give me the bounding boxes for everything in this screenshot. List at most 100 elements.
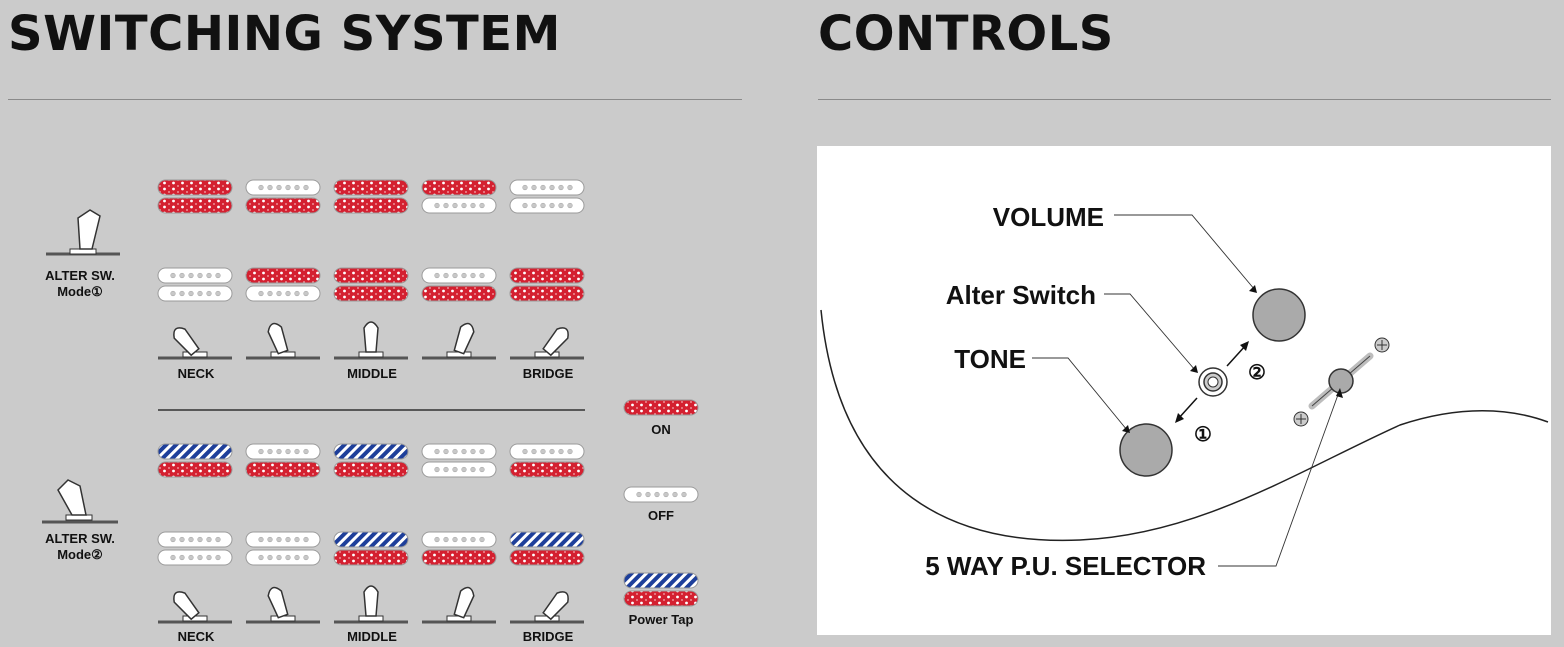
pickup-coil-off (623, 486, 699, 503)
pole-piece-dot (540, 202, 546, 209)
pole-piece-dot (434, 448, 440, 455)
pole-piece-dot (197, 272, 203, 279)
position-label-bridge: BRIDGE (523, 366, 574, 381)
humbucker-pickup (245, 443, 321, 478)
mode2-pickup-row-2 (157, 531, 585, 566)
guitar-body-outline (820, 309, 1549, 542)
selector-lever-icon (158, 591, 232, 624)
pole-piece-dot (522, 202, 528, 209)
pole-piece-dot (443, 272, 449, 279)
pickup-coil-on (245, 461, 321, 478)
alter-switch-knob (1198, 367, 1228, 397)
pole-piece-dot (443, 466, 449, 473)
pole-piece-dot (522, 184, 528, 191)
selector-lever-icon (422, 586, 496, 624)
selector-lever-icon (334, 321, 408, 360)
humbucker-pickup (333, 179, 409, 214)
arrow-label-1: ① (1194, 424, 1212, 446)
legend-on-label: ON (651, 422, 671, 437)
humbucker-pickup (333, 531, 409, 566)
pole-piece-dot (549, 184, 555, 191)
pickup-coil-off (157, 267, 233, 284)
position-label-middle: MIDDLE (347, 629, 397, 644)
pole-piece-dot (197, 290, 203, 297)
alter-switch-mode2-icon (42, 479, 118, 524)
humbucker-pickup (509, 531, 585, 566)
pole-piece-dot (303, 184, 309, 191)
pickup-coil-on (245, 197, 321, 214)
controls-panel (817, 146, 1551, 635)
humbucker-pickup (333, 267, 409, 302)
pole-piece-dot (170, 554, 176, 561)
humbucker-pickup (421, 443, 497, 478)
pole-piece-dot (276, 554, 282, 561)
pole-piece-dot (294, 290, 300, 297)
pole-piece-dot (285, 554, 291, 561)
pole-piece-dot (303, 554, 309, 561)
pole-piece-dot (522, 448, 528, 455)
pole-piece-dot (461, 536, 467, 543)
tone-knob (1119, 423, 1173, 477)
pole-piece-dot (531, 184, 537, 191)
pole-piece-dot (531, 448, 537, 455)
alter-mode2-line2: Mode② (57, 547, 103, 562)
pole-piece-dot (549, 202, 555, 209)
pickup-coil-on (157, 179, 233, 196)
pole-piece-dot (258, 554, 264, 561)
position-label-neck: NECK (178, 629, 215, 644)
pole-piece-dot (461, 272, 467, 279)
pickup-coil-off (509, 197, 585, 214)
pole-piece-dot (479, 272, 485, 279)
pickup-coil-on (333, 179, 409, 196)
humbucker-pickup (509, 179, 585, 214)
pickup-coil-on (509, 549, 585, 566)
pickup-coil-tap (623, 572, 699, 589)
pole-piece-dot (470, 202, 476, 209)
pickup-coil-on (421, 285, 497, 302)
pickup-coil-off (421, 461, 497, 478)
pole-piece-dot (470, 448, 476, 455)
pole-piece-dot (470, 272, 476, 279)
pickup-coil-off (421, 197, 497, 214)
pole-piece-dot (531, 202, 537, 209)
pole-piece-dot (267, 184, 273, 191)
pole-piece-dot (303, 448, 309, 455)
pole-piece-dot (197, 536, 203, 543)
pickup-coil-on (421, 549, 497, 566)
pole-piece-dot (206, 554, 212, 561)
pole-piece-dot (470, 466, 476, 473)
pole-piece-dot (567, 202, 573, 209)
pole-piece-dot (443, 536, 449, 543)
humbucker-pickup (421, 179, 497, 214)
alter-switch-mode1-icon (46, 209, 120, 256)
alter-switch-arrows (1175, 341, 1249, 423)
pole-piece-dot (188, 554, 194, 561)
pole-piece-dot (206, 290, 212, 297)
humbucker-pickup (245, 179, 321, 214)
pole-piece-dot (294, 184, 300, 191)
humbucker-pickup (421, 531, 497, 566)
pole-piece-dot (479, 466, 485, 473)
alter-mode1-line1: ALTER SW. (45, 268, 115, 283)
pole-piece-dot (636, 491, 642, 498)
pickup-coil-off (421, 531, 497, 548)
pickup-coil-off (509, 443, 585, 460)
alter-switch-label: Alter Switch (946, 280, 1096, 310)
pickup-coil-on (333, 267, 409, 284)
pole-piece-dot (645, 491, 651, 498)
pole-piece-dot (188, 272, 194, 279)
pole-piece-dot (567, 448, 573, 455)
pole-piece-dot (452, 466, 458, 473)
pickup-coil-on (333, 549, 409, 566)
controls-divider (818, 99, 1551, 100)
pole-piece-dot (303, 536, 309, 543)
pole-piece-dot (258, 184, 264, 191)
controls-title: CONTROLS (818, 6, 1114, 62)
pole-piece-dot (170, 290, 176, 297)
humbucker-pickup (509, 267, 585, 302)
pickup-coil-off (421, 443, 497, 460)
pole-piece-dot (294, 448, 300, 455)
humbucker-pickup (157, 531, 233, 566)
alter-mode1-line2: Mode① (57, 284, 103, 299)
